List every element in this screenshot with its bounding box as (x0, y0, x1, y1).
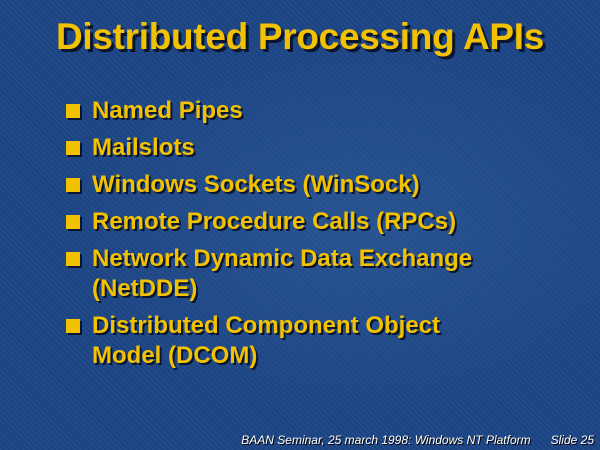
square-bullet-icon (66, 178, 80, 192)
slide-footer: BAAN Seminar, 25 march 1998: Windows NT … (241, 433, 594, 447)
bullet-item: Network Dynamic Data Exchange (NetDDE) (66, 244, 532, 304)
bullet-item: Mailslots (66, 133, 532, 163)
bullet-item: Distributed Component Object Model (DCOM… (66, 311, 512, 371)
bullet-item: Named Pipes (66, 96, 532, 126)
bullet-item: Windows Sockets (WinSock) (66, 170, 532, 200)
bullet-text: Remote Procedure Calls (RPCs) (92, 208, 457, 235)
square-bullet-icon (66, 319, 80, 333)
bullet-text: Mailslots (92, 134, 195, 161)
square-bullet-icon (66, 141, 80, 155)
bullet-list: Named Pipes Mailslots Windows Sockets (W… (66, 96, 532, 378)
bullet-text: Named Pipes (92, 97, 243, 124)
bullet-text: Distributed Component Object Model (DCOM… (92, 312, 440, 369)
footer-text: BAAN Seminar, 25 march 1998: Windows NT … (241, 433, 531, 447)
square-bullet-icon (66, 215, 80, 229)
slide-number: Slide 25 (550, 433, 594, 447)
square-bullet-icon (66, 104, 80, 118)
bullet-text: Network Dynamic Data Exchange (NetDDE) (92, 245, 473, 302)
slide-title: Distributed Processing APIs (55, 16, 545, 57)
bullet-text: Windows Sockets (WinSock) (92, 171, 420, 198)
square-bullet-icon (66, 252, 80, 266)
bullet-item: Remote Procedure Calls (RPCs) (66, 207, 532, 237)
